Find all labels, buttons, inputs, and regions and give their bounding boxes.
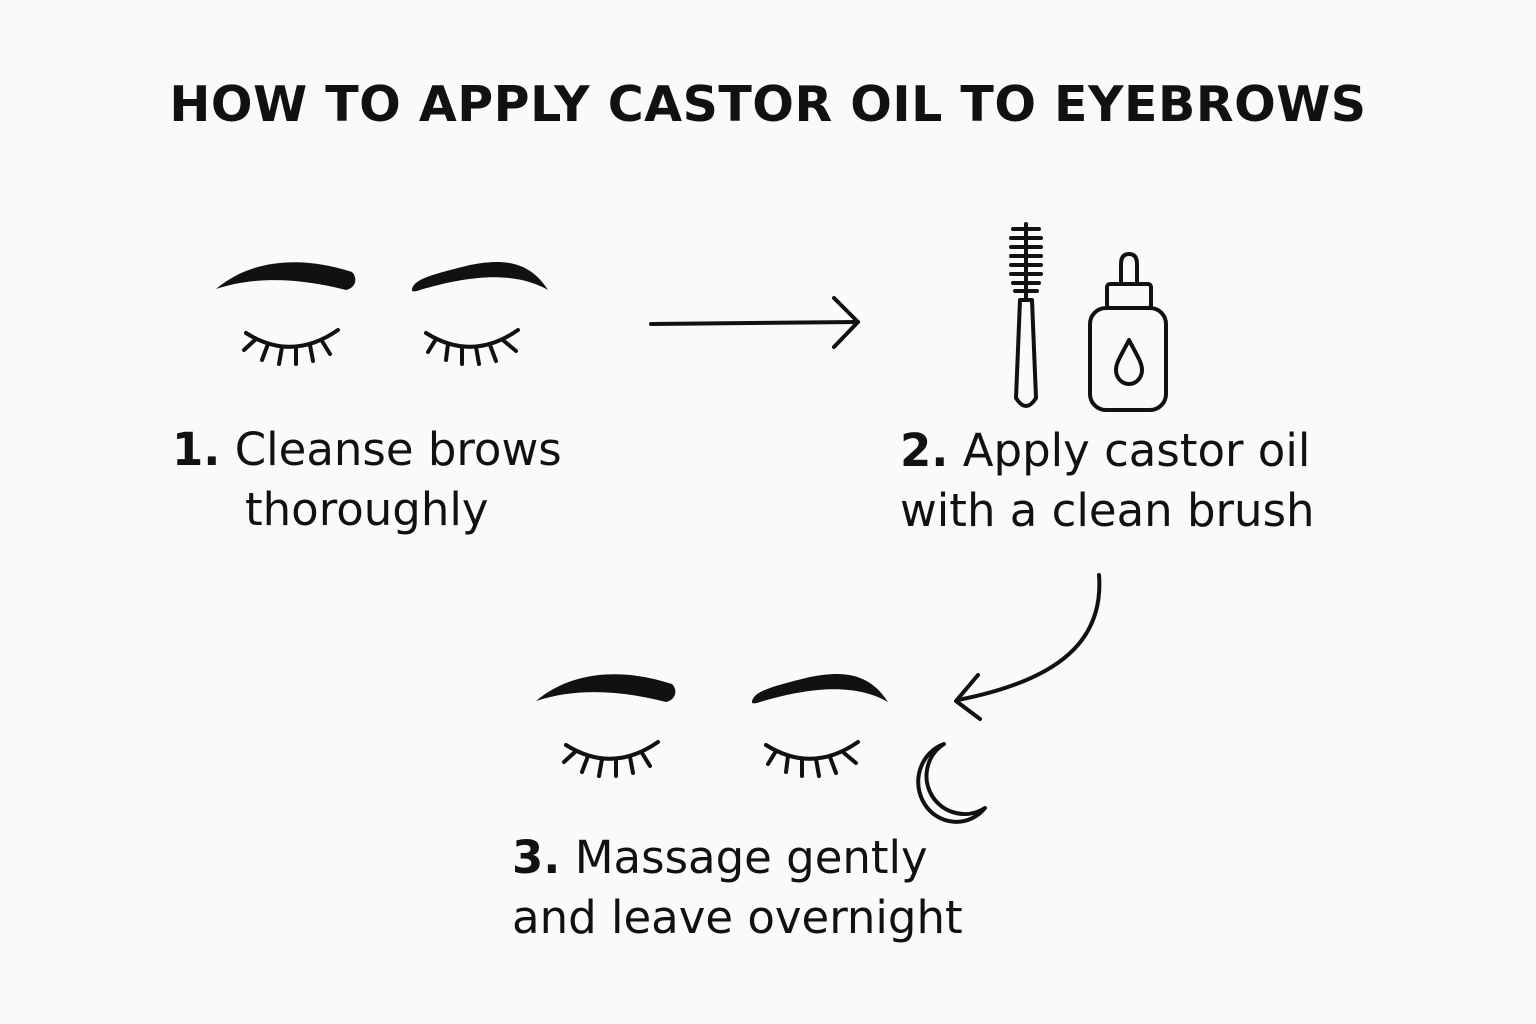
crescent-moon-icon xyxy=(916,742,987,824)
step-1-closed-eyes-icon xyxy=(214,259,550,366)
step-3-closed-eyes-icon xyxy=(534,671,890,778)
step-3-text-line-1: Massage gently xyxy=(574,831,928,884)
spoolie-brush-icon xyxy=(1009,222,1043,408)
arrow-step-2-to-3 xyxy=(954,573,1102,721)
step-3-label: 3. Massage gently and leave overnight xyxy=(512,828,963,948)
step-2-label: 2. Apply castor oil with a clean brush xyxy=(900,421,1315,541)
step-2-text-line-2: with a clean brush xyxy=(900,484,1315,537)
step-3-number: 3. xyxy=(512,831,561,884)
step-1-text-line-2: thoroughly xyxy=(245,483,489,536)
dropper-bottle-icon xyxy=(1088,252,1168,412)
step-1-text-line-1: Cleanse brows xyxy=(234,423,562,476)
step-2-text-line-1: Apply castor oil xyxy=(962,424,1311,477)
arrow-step-1-to-2 xyxy=(649,296,860,349)
step-1-number: 1. xyxy=(172,423,221,476)
diagram-title: HOW TO APPLY CASTOR OIL TO EYEBROWS xyxy=(169,76,1367,133)
step-2-number: 2. xyxy=(900,424,949,477)
step-3-text-line-2: and leave overnight xyxy=(512,891,963,944)
step-1-label: 1. Cleanse brows thoroughly xyxy=(172,420,562,540)
